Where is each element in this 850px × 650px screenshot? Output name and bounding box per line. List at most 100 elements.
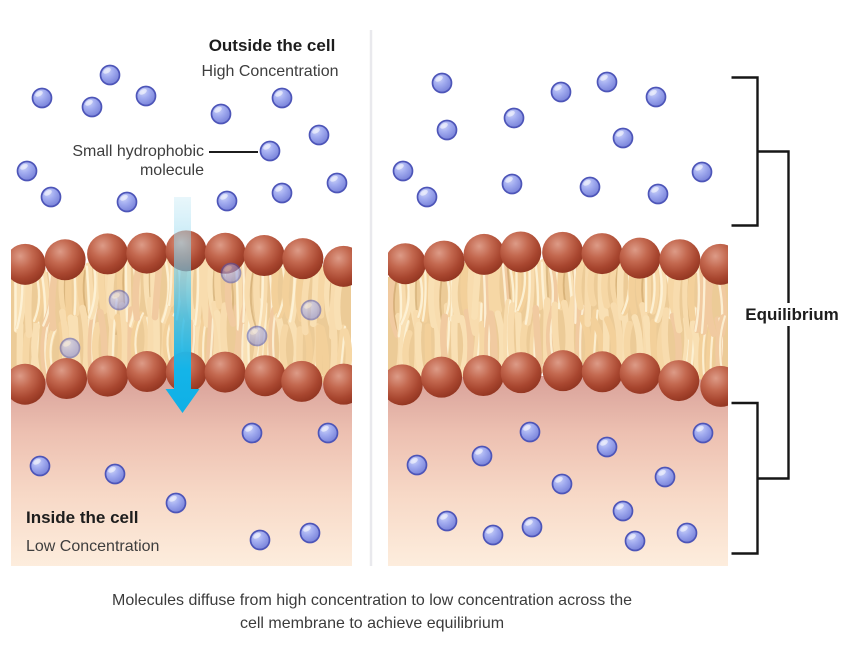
lipid-tail-highlight bbox=[421, 266, 427, 322]
figure-caption-line2: cell membrane to achieve equilibrium bbox=[239, 615, 505, 632]
inside-cell-label: Inside the cell bbox=[26, 508, 139, 527]
molecule-dot bbox=[436, 119, 458, 141]
molecule-dot bbox=[326, 172, 348, 194]
lipid-tail bbox=[79, 304, 90, 379]
lipid-tail bbox=[467, 261, 479, 336]
lipid-tail bbox=[533, 257, 543, 311]
molecule-dot bbox=[165, 492, 187, 514]
figure-caption: Molecules diffuse from high concentratio… bbox=[22, 589, 722, 635]
small-hydrophobic-molecule-label-line1: Small hydrophobic bbox=[72, 143, 204, 160]
molecule-in-membrane bbox=[300, 299, 322, 321]
molecule-dot bbox=[612, 500, 634, 522]
lipid-tail bbox=[616, 257, 626, 321]
molecule-dot bbox=[16, 160, 38, 182]
molecule-dot bbox=[503, 107, 525, 129]
molecule-dot bbox=[676, 522, 698, 544]
lipid-tail-highlight bbox=[241, 261, 246, 323]
molecule-in-membrane bbox=[59, 337, 81, 359]
high-concentration-label: High Concentration bbox=[201, 63, 339, 80]
molecule-dot bbox=[210, 103, 232, 125]
outside-bracket bbox=[731, 76, 759, 227]
lipid-head bbox=[282, 238, 324, 280]
molecule-dot bbox=[654, 466, 676, 488]
lipid-head bbox=[462, 355, 504, 397]
lipid-head bbox=[581, 351, 623, 393]
lipid-head bbox=[11, 243, 46, 285]
lipid-tail bbox=[693, 264, 704, 334]
molecule-dot bbox=[99, 64, 121, 86]
molecule-dot bbox=[241, 422, 263, 444]
molecule-in-membrane bbox=[246, 325, 268, 347]
molecule-dot bbox=[692, 422, 714, 444]
lipid-tail bbox=[388, 271, 401, 339]
figure-caption-line1: Molecules diffuse from high concentratio… bbox=[112, 592, 632, 609]
lipid-head bbox=[619, 237, 661, 279]
molecule-dot bbox=[596, 436, 618, 458]
outside-cell-label: Outside the cell bbox=[208, 36, 336, 55]
small-hydrophobic-molecule-label: Small hydrophobic molecule bbox=[40, 142, 204, 180]
molecule-dot bbox=[471, 445, 493, 467]
lipid-tail-highlight bbox=[161, 256, 170, 323]
lipid-head bbox=[699, 243, 728, 285]
membrane-right bbox=[388, 231, 728, 407]
lipid-head bbox=[581, 233, 623, 275]
molecule-dot bbox=[550, 81, 572, 103]
molecule-dot bbox=[521, 516, 543, 538]
lipid-head bbox=[542, 350, 584, 392]
molecule-dot bbox=[647, 183, 669, 205]
molecule-dot bbox=[645, 86, 667, 108]
lipid-head bbox=[204, 351, 246, 393]
lipid-head bbox=[323, 245, 352, 287]
molecule-dot bbox=[135, 85, 157, 107]
low-concentration-label: Low Concentration bbox=[26, 538, 160, 555]
lipid-tail bbox=[201, 256, 211, 328]
lipid-tail bbox=[575, 254, 586, 311]
lipid-head bbox=[388, 243, 426, 285]
lipid-head bbox=[323, 363, 352, 405]
lipid-head bbox=[11, 363, 46, 405]
molecule-dot bbox=[501, 173, 523, 195]
inside-bracket bbox=[731, 401, 759, 555]
molecule-dot bbox=[249, 529, 271, 551]
molecule-dot bbox=[271, 182, 293, 204]
equilibrium-label: Equilibrium bbox=[740, 303, 844, 326]
lipid-head bbox=[87, 355, 129, 397]
molecule-dot bbox=[271, 87, 293, 109]
lipid-head bbox=[46, 358, 88, 400]
lipid-tail-highlight bbox=[534, 260, 540, 310]
molecule-dot bbox=[612, 127, 634, 149]
molecule-in-membrane bbox=[220, 262, 242, 284]
molecule-dot bbox=[436, 510, 458, 532]
lipid-head bbox=[463, 233, 505, 275]
lipid-head bbox=[281, 360, 323, 402]
lipid-tail-highlight bbox=[124, 260, 129, 322]
molecule-dot bbox=[406, 454, 428, 476]
molecule-dot bbox=[416, 186, 438, 208]
lipid-tail bbox=[458, 315, 470, 377]
molecule-dot bbox=[691, 161, 713, 183]
molecule-dot bbox=[299, 522, 321, 544]
molecule-dot bbox=[392, 160, 414, 182]
lipid-head bbox=[542, 231, 584, 273]
lipid-head bbox=[126, 232, 168, 274]
molecule-dot bbox=[40, 186, 62, 208]
lipid-head bbox=[700, 365, 728, 407]
molecule-dot bbox=[104, 463, 126, 485]
inside-cell-region-right bbox=[388, 376, 728, 566]
molecule-dot bbox=[519, 421, 541, 443]
molecule-dot bbox=[317, 422, 339, 444]
molecule-dot bbox=[259, 140, 281, 162]
molecule-dot bbox=[216, 190, 238, 212]
lipid-head bbox=[500, 352, 542, 394]
molecule-dot bbox=[29, 455, 51, 477]
lipid-head bbox=[243, 235, 285, 277]
lipid-head bbox=[423, 240, 465, 282]
lipid-head bbox=[421, 356, 463, 398]
lipid-head bbox=[204, 232, 246, 274]
molecule-dot bbox=[431, 72, 453, 94]
lipid-head bbox=[87, 233, 129, 275]
lipid-tail-highlight bbox=[579, 304, 585, 366]
molecule-in-membrane bbox=[108, 289, 130, 311]
